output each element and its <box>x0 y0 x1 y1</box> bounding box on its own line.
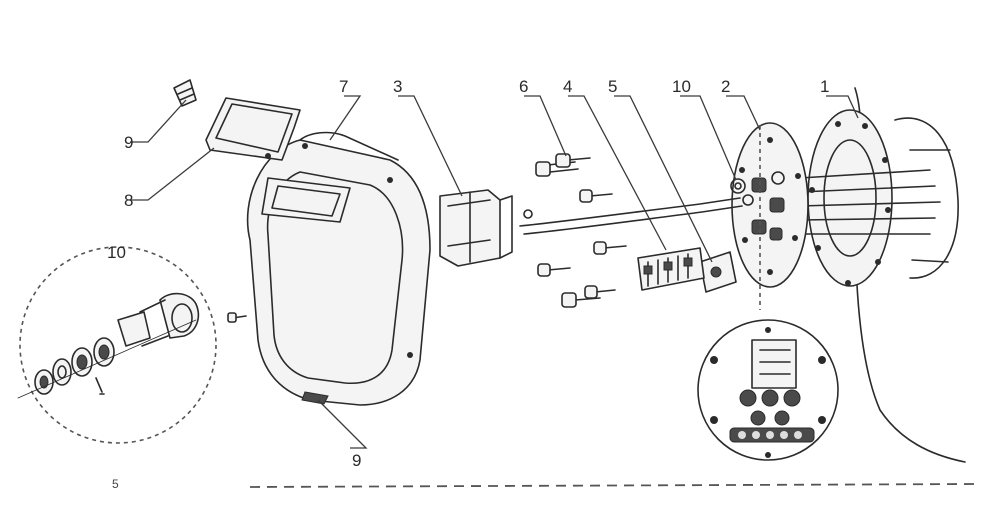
corner-mark: 5 <box>112 477 119 491</box>
label-part-7: 7 <box>339 77 348 96</box>
part-5-thermostat <box>699 251 737 293</box>
callout-lines <box>130 95 859 449</box>
label-part-1: 1 <box>820 77 829 96</box>
label-part-4: 4 <box>563 77 572 96</box>
wire-bundle <box>519 197 741 227</box>
part-2-element-plate <box>731 122 809 288</box>
part-9-bolt <box>173 79 197 107</box>
label-part-3: 3 <box>393 77 402 96</box>
label-part-5: 5 <box>608 77 617 96</box>
part-7-housing-cover <box>246 131 431 406</box>
part-8-lid <box>205 97 301 161</box>
part-10-detail-circle <box>17 246 217 444</box>
label-part-10-detail: 10 <box>107 243 126 262</box>
label-part-9-top: 9 <box>124 133 133 152</box>
part-4-terminal-block <box>637 247 705 291</box>
part-1-flange-heater <box>799 109 959 287</box>
plate-detail-view <box>697 319 839 461</box>
part-10-sensor <box>730 178 746 194</box>
part-3-bracket <box>439 189 513 267</box>
label-part-8: 8 <box>124 191 133 210</box>
cover-screw <box>227 312 247 323</box>
label-part-9-bottom: 9 <box>352 451 361 470</box>
bottom-dashed-line <box>249 483 976 488</box>
label-part-2: 2 <box>721 77 730 96</box>
label-part-6: 6 <box>519 77 528 96</box>
part-6-screws <box>535 153 627 308</box>
label-part-10: 10 <box>672 77 691 96</box>
